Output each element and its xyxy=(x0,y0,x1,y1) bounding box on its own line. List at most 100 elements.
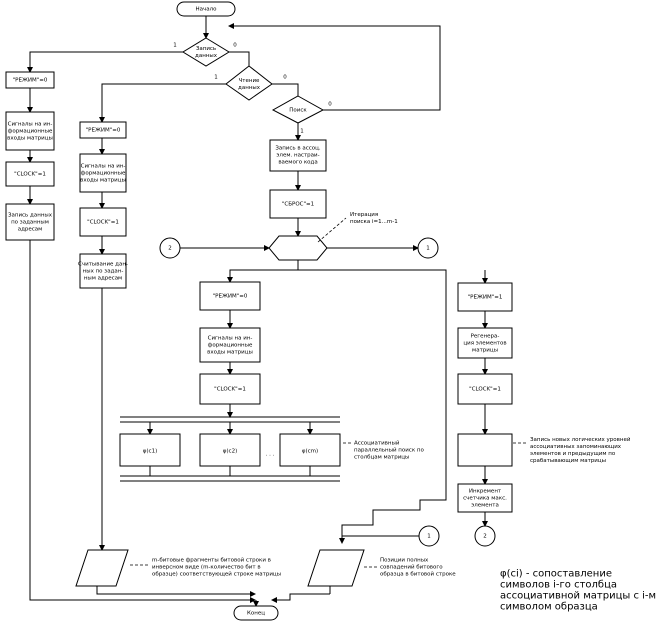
right_branch-regen-line-3: матрицы xyxy=(472,348,498,354)
right_branch-logic_note-line-1: Запись новых логических уровней xyxy=(530,436,631,443)
right_branch-logic_note-line-4: срабатывающим матрицы xyxy=(530,458,606,464)
read_branch-fetch-line-1: Считывание дан- xyxy=(78,262,128,268)
right_branch-mode: "РЕЖИМ"=1 xyxy=(468,295,503,301)
right-clock-box xyxy=(457,373,513,405)
read_branch-clock: "CLOCK"=1 xyxy=(87,220,119,226)
decisions-iteration-line-1: Итерация xyxy=(350,212,378,218)
write-store-box xyxy=(5,203,55,241)
search_branch-clock: "CLOCK"=1 xyxy=(214,387,246,393)
right_branch-logic_note-line-3: элементов и предыдущим по xyxy=(530,451,616,457)
right_branch-increment-line-1: Инкремент xyxy=(469,489,502,495)
decisions-write_yes: 1 xyxy=(173,43,177,49)
read_branch-fetch-line-2: ных по задан- xyxy=(83,269,124,275)
bottom-left_note-line-2: инверсном виде (m-количество бит в xyxy=(152,565,261,571)
write-signals-box xyxy=(5,111,55,151)
right_branch-regen-line-2: ция элементов xyxy=(463,341,506,347)
write_branch-clock: "CLOCK"=1 xyxy=(14,172,46,178)
decisions-write-line-1: Запись xyxy=(196,46,216,52)
connector-1-right xyxy=(417,237,439,259)
connectors-one: 1 xyxy=(426,246,430,252)
connector-1-bottom xyxy=(418,525,440,547)
bottom-left_note-line-1: m-битовые фрагменты битовой строки в xyxy=(152,557,271,564)
left-output-parallelogram xyxy=(75,549,129,587)
legend-line-2: символов i-го столбца xyxy=(500,580,617,591)
write_branch-mode: "РЕЖИМ"=0 xyxy=(13,78,48,84)
write_branch-signals-line-2: формационные xyxy=(8,129,53,135)
legend-line-4: символом образца xyxy=(500,602,598,613)
search_branch-phi-1: φ(c2) xyxy=(223,449,237,455)
decisions-search_yes: 1 xyxy=(300,129,304,135)
read_branch-mode: "РЕЖИМ"=0 xyxy=(86,128,121,134)
right_branch-clock: "CLOCK"=1 xyxy=(469,387,501,393)
legend-line-3: ассоциативной матрицы с i-м xyxy=(500,591,656,602)
search-mode-box xyxy=(199,281,261,311)
decisions-write_no: 0 xyxy=(233,43,237,49)
connector-2-bottom xyxy=(474,525,496,547)
flow-lines xyxy=(27,16,488,607)
decisions-read_no: 0 xyxy=(283,75,287,81)
write_branch-store-line-3: адресам xyxy=(18,227,43,233)
read_branch-signals-line-2: формационные xyxy=(81,171,126,177)
connector-1-bottom-label: 1 xyxy=(427,534,431,540)
search_branch-parallel_note-line-1: Ассоциативный xyxy=(354,440,400,447)
search_branch-phi-2: φ(cm) xyxy=(302,449,318,455)
search_branch-init-line-3: ваемого кода xyxy=(278,160,317,166)
read-clock-box xyxy=(79,207,127,237)
search-decision xyxy=(271,95,325,124)
read-decision xyxy=(225,65,273,101)
right-output-parallelogram xyxy=(307,549,365,587)
read-signals-box xyxy=(79,153,127,193)
phi-box-1 xyxy=(119,433,181,467)
end-terminal xyxy=(233,605,279,621)
right-regen-box xyxy=(457,327,513,359)
write_branch-store-line-2: по заданным xyxy=(11,220,49,226)
write_branch-store-line-1: Запись данных xyxy=(8,213,53,219)
search-init-box xyxy=(269,139,327,172)
connector-2-left xyxy=(159,237,181,259)
search_branch-signals-line-1: Сигналы на ин- xyxy=(208,336,253,342)
reset-box xyxy=(269,189,327,219)
bottom-left_note-line-3: образце) соответствующей строке матрицы xyxy=(152,571,281,578)
write_branch-signals-line-3: входы матрицы xyxy=(7,136,53,142)
iteration-hexagon xyxy=(268,235,328,261)
search-signals-box xyxy=(199,327,261,363)
decisions-iteration-line-2: поиска i=1...m-1 xyxy=(350,219,398,225)
bottom-right_note-line-1: Позиции полных xyxy=(380,558,429,564)
right_branch-logic_note-line-2: ассоциативных запоминающих xyxy=(530,444,622,450)
search_branch-parallel_note-line-3: столбцам матрицы xyxy=(354,455,409,461)
decisions-read-line-2: данных xyxy=(238,85,261,91)
start-terminal xyxy=(176,1,236,17)
right_branch-increment-line-3: элемента xyxy=(471,503,499,509)
connectors-two: 2 xyxy=(168,246,172,252)
shapes xyxy=(5,1,513,621)
phi-box-2 xyxy=(199,433,261,467)
connector-2-bottom-label: 2 xyxy=(483,534,487,540)
search_branch-mode: "РЕЖИМ"=0 xyxy=(213,294,248,300)
write_branch-signals-line-1: Сигналы на ин- xyxy=(8,122,53,128)
right-logic-box xyxy=(457,433,513,467)
search_branch-phi_dots: . . . xyxy=(266,452,275,458)
right_branch-regen-line-1: Регенера- xyxy=(471,334,500,340)
read_branch-fetch-line-3: ным адресам xyxy=(84,276,122,282)
labels: НачалоКонецЗаписьданныхЧтениеданныхПоиск… xyxy=(7,7,656,617)
terminals-end: Конец xyxy=(247,611,265,617)
decisions-search_no: 0 xyxy=(328,102,332,108)
phi-box-m xyxy=(279,433,341,467)
decisions-read-line-1: Чтение xyxy=(239,78,261,84)
search_branch-phi-0: φ(c1) xyxy=(143,449,157,455)
search_branch-parallel_note-line-2: параллельный поиск по xyxy=(354,447,424,454)
write-decision xyxy=(182,37,230,67)
write-clock-box xyxy=(5,161,55,187)
search_branch-reset: "СБРОС"=1 xyxy=(282,202,314,208)
bottom-right_note-line-3: образца в битовой строке xyxy=(380,571,456,578)
bottom-right_note-line-2: совпадений битового xyxy=(380,564,443,571)
decisions-write-line-2: данных xyxy=(195,53,218,59)
search_branch-init-line-1: Запись в ассоц. xyxy=(275,146,321,152)
legend-line-1: φ(ci) - сопоставление xyxy=(500,569,612,580)
search_branch-init-line-2: элем. настраи- xyxy=(276,153,319,159)
terminals-start: Начало xyxy=(195,7,217,13)
read-fetch-box xyxy=(79,253,127,289)
right_branch-increment-line-2: счетчика макс. xyxy=(463,496,507,502)
decisions-read_yes: 1 xyxy=(214,75,218,81)
